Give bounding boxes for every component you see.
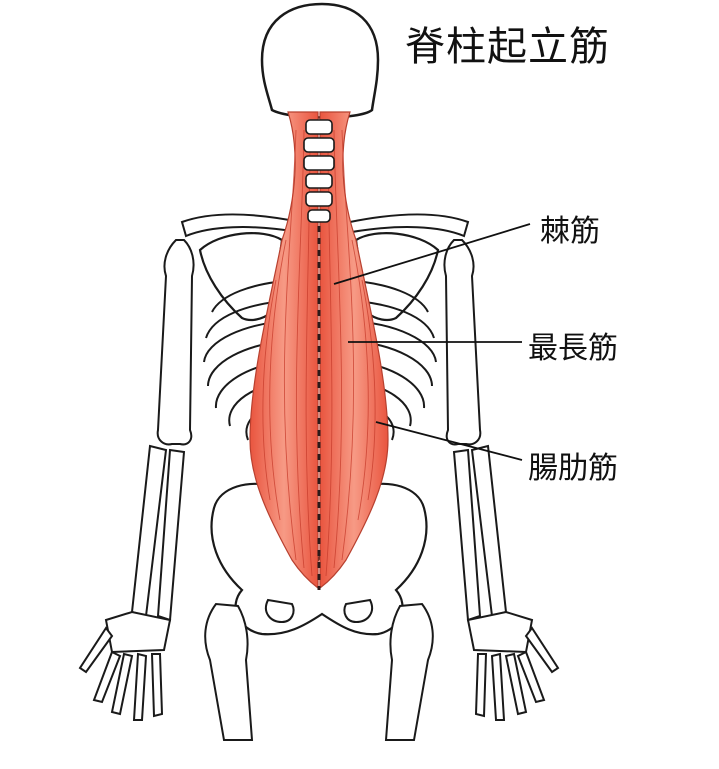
right-hand	[466, 610, 560, 721]
leader-lines	[333, 223, 531, 461]
right-femur	[384, 602, 434, 741]
left-scapula	[198, 232, 284, 322]
right-scapula	[354, 232, 440, 322]
left-forearm	[130, 444, 186, 622]
diagram-title: 脊柱起立筋	[405, 24, 610, 70]
erector-spinae-muscles	[249, 111, 389, 590]
label-longissimus: 最長筋	[528, 331, 618, 366]
skull	[260, 2, 380, 119]
left-hand	[78, 610, 172, 721]
vertebral-column	[303, 119, 335, 223]
label-spinalis: 棘筋	[540, 214, 600, 249]
right-clavicle	[348, 213, 470, 238]
label-iliocostalis: 腸肋筋	[528, 451, 618, 486]
left-humerus	[156, 239, 195, 446]
right-forearm	[452, 444, 508, 622]
left-femur	[204, 602, 254, 741]
sacrum-openings	[264, 598, 374, 624]
